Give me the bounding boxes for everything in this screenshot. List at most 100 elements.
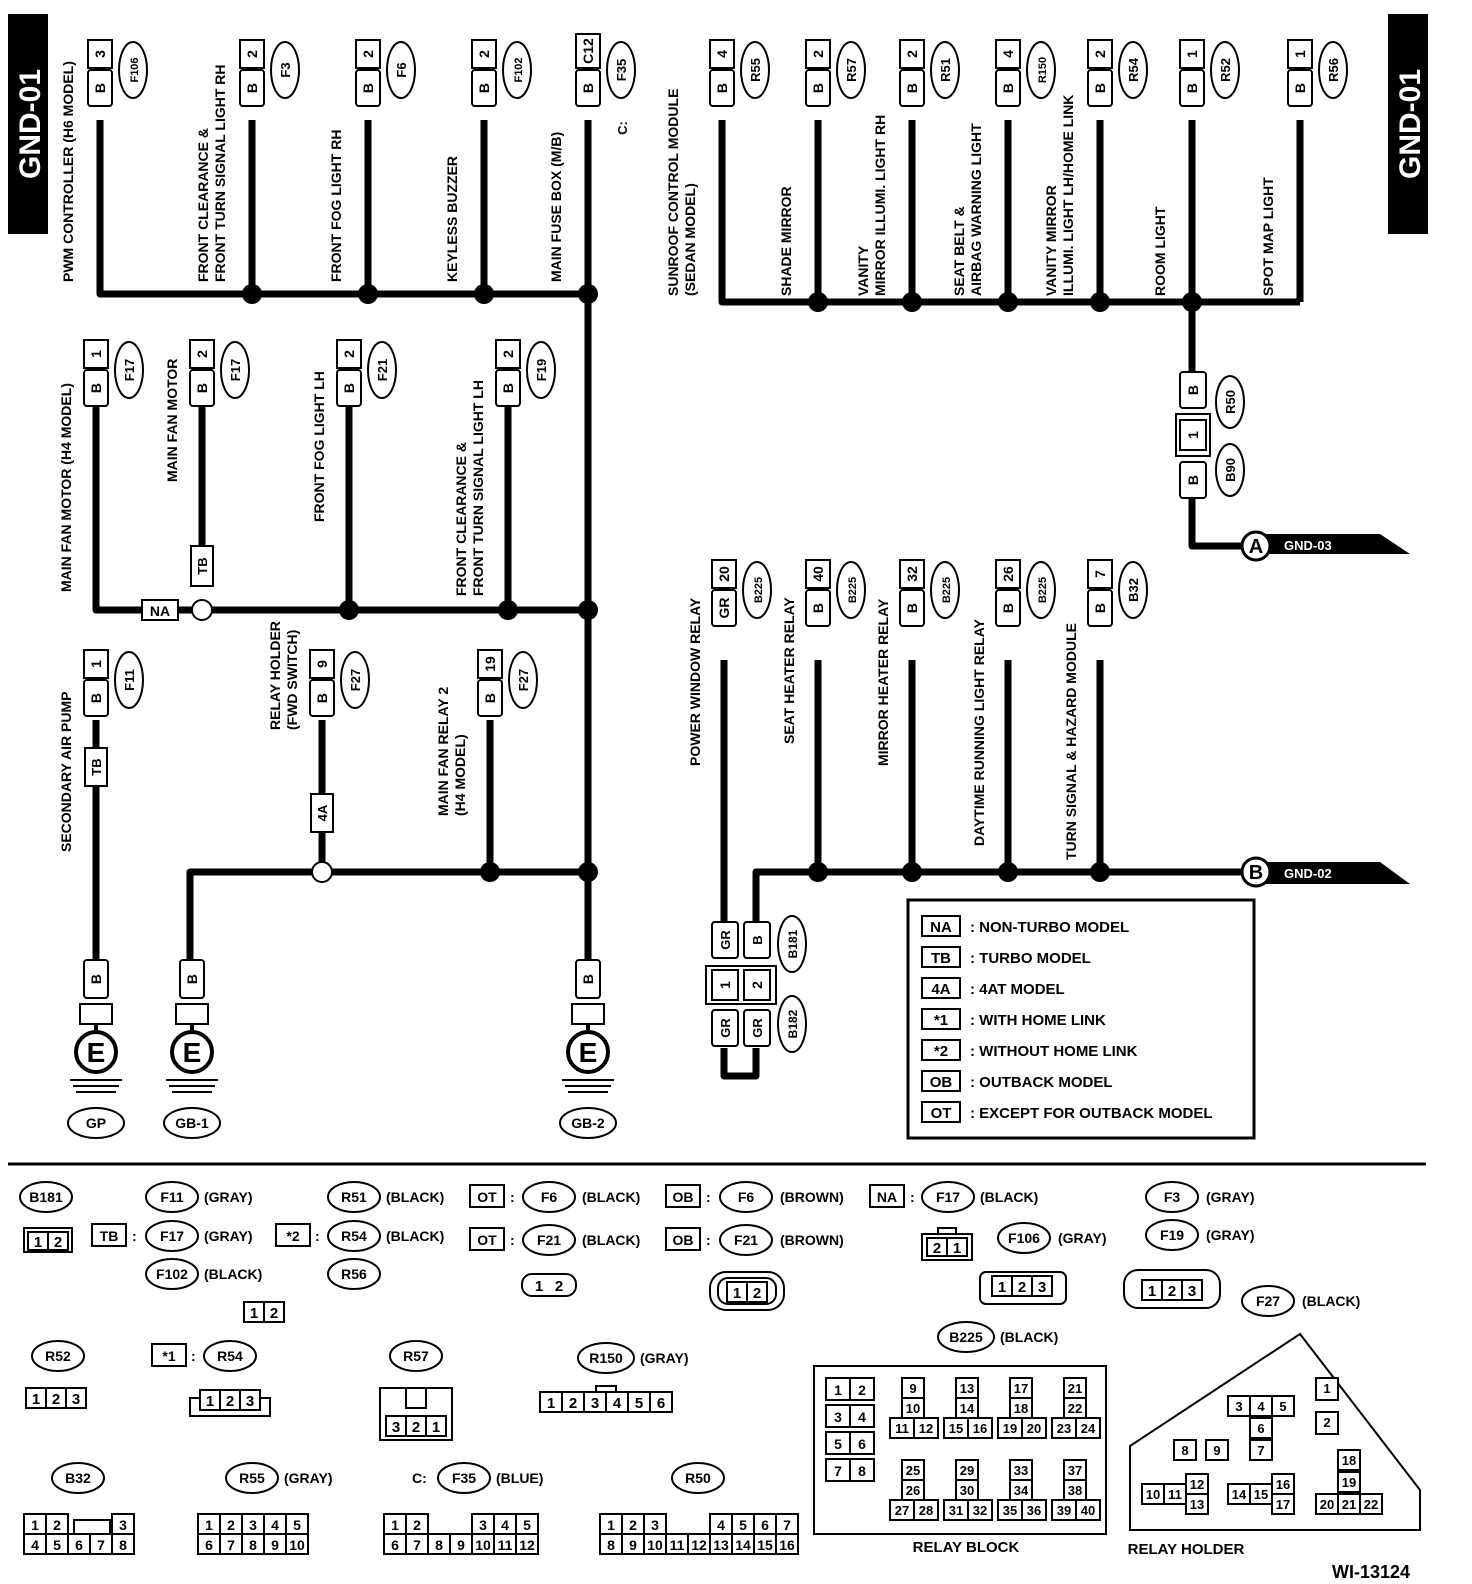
f35-pin: 2 [413, 1517, 421, 1533]
legend-text: : EXCEPT FOR OUTBACK MODEL [970, 1105, 1213, 1122]
f35-prefix: C: [412, 1470, 427, 1486]
relay-holder-pin: 7 [1257, 1443, 1264, 1458]
load-label: SHADE MIRROR [778, 186, 794, 296]
load-label: MAIN FAN MOTOR [164, 359, 180, 482]
b181-pin-right: 2 [749, 981, 765, 989]
connector-id-oval [1118, 561, 1148, 619]
b181-cell [47, 1231, 69, 1251]
relay-block-pin: 17 [1014, 1381, 1028, 1396]
connector-id-oval [1210, 41, 1240, 99]
pin-number: 1 [1292, 50, 1308, 58]
f106-oval [997, 1222, 1051, 1254]
r57-latch [405, 1387, 427, 1409]
relay-holder-pin: 13 [1190, 1497, 1204, 1512]
ground-symbol: E [87, 1037, 106, 1068]
f17: F17 [160, 1228, 184, 1244]
r57-pin: 3 [392, 1419, 400, 1436]
r50-pin: 13 [713, 1537, 729, 1553]
legend-row: NA: NON-TURBO MODEL [921, 915, 1129, 937]
r50-conn-top: R50 [1223, 390, 1238, 414]
b32-pin: 7 [97, 1537, 105, 1553]
pin-number: 1 [88, 350, 104, 358]
r50-oval [671, 1462, 725, 1494]
ground-icon [74, 1030, 118, 1074]
r52-oval [31, 1340, 85, 1372]
b32-pin: 4 [31, 1537, 39, 1553]
b225: B225 [949, 1329, 983, 1345]
r52-cell [65, 1387, 87, 1409]
f102: F102 [156, 1266, 188, 1282]
pin-number: 4 [1000, 50, 1016, 58]
r50-wire-top: B [1185, 385, 1201, 395]
f11-view-cell [263, 1301, 285, 1323]
r50-pin: 9 [629, 1537, 637, 1553]
f21: F21 [537, 1232, 561, 1248]
r54-star1-cell [239, 1389, 261, 1411]
relay-block-pin: 4 [858, 1409, 866, 1425]
pin-number: 2 [360, 50, 376, 58]
connector-id: F27 [348, 669, 363, 691]
relay-block-cell [849, 1458, 875, 1482]
legend-code: NA [930, 919, 952, 936]
b181-pin: 2 [54, 1234, 62, 1251]
model-tag-box [190, 545, 214, 587]
relay-holder-pin: 11 [1168, 1487, 1182, 1502]
relay-block-pin: 12 [919, 1421, 933, 1436]
pin-box [1087, 559, 1113, 589]
pin-box [309, 649, 335, 679]
relay-holder-cell [1359, 1493, 1383, 1515]
pin-number: C12 [580, 38, 596, 64]
r55-pin: 8 [249, 1537, 257, 1553]
r55-cell [285, 1533, 309, 1555]
wire-color-box [805, 589, 831, 627]
na-tag-box [869, 1184, 905, 1208]
load-label: POWER WINDOW RELAY [687, 597, 703, 766]
connector-id: B225 [753, 577, 765, 603]
pin-box [83, 339, 109, 369]
f27-color: (BLACK) [1302, 1293, 1360, 1309]
relay-block-cell [849, 1404, 875, 1428]
connector-id: R51 [938, 58, 953, 82]
connector-id: F11 [122, 669, 137, 691]
f11-view-pin: 2 [270, 1305, 278, 1322]
relay-block-pin: 34 [1014, 1483, 1029, 1498]
load-label: FRONT TURN SIGNAL LIGHT LH [470, 380, 486, 596]
r50: R50 [685, 1470, 711, 1486]
r55-pin: 4 [271, 1517, 279, 1533]
relay-holder-pin: 16 [1276, 1477, 1290, 1492]
relay-holder-pin: 5 [1279, 1399, 1286, 1414]
relay-block-pin: 25 [906, 1463, 920, 1478]
view-r51-group: R51(BLACK)*2:R54(BLACK)R56 [275, 1181, 444, 1290]
relay-block-pin: 33 [1014, 1463, 1028, 1478]
pin-box [995, 559, 1021, 589]
relay-holder-pin: 15 [1254, 1487, 1268, 1502]
connector-id-oval [220, 341, 250, 399]
wire-color: GR [716, 598, 732, 619]
wire-color-box [471, 69, 497, 107]
connector-id-oval [114, 341, 144, 399]
r54-oval [327, 1220, 381, 1252]
relay-block-pin: 7 [834, 1463, 842, 1479]
f35-pin: 8 [435, 1537, 443, 1553]
pin-number: 2 [194, 350, 210, 358]
wire-color-box [189, 369, 215, 407]
legend-code-box [921, 1039, 961, 1061]
relay-holder-pin: 21 [1342, 1497, 1356, 1512]
load-label: FRONT TURN SIGNAL LIGHT RH [212, 64, 228, 282]
wire-color: B [810, 83, 826, 93]
f35: F35 [452, 1470, 476, 1486]
relay-block-pin: 22 [1068, 1401, 1082, 1416]
legend-code: TB [931, 950, 951, 967]
pin-box [995, 39, 1021, 69]
f3-pin: 3 [1188, 1283, 1196, 1300]
pin-number: 2 [904, 50, 920, 58]
f21b-oval [719, 1224, 773, 1256]
legend-text: : WITHOUT HOME LINK [970, 1043, 1138, 1060]
f21-oval [522, 1224, 576, 1256]
ot-tag-box [469, 1184, 505, 1208]
f19: F19 [1160, 1227, 1184, 1243]
